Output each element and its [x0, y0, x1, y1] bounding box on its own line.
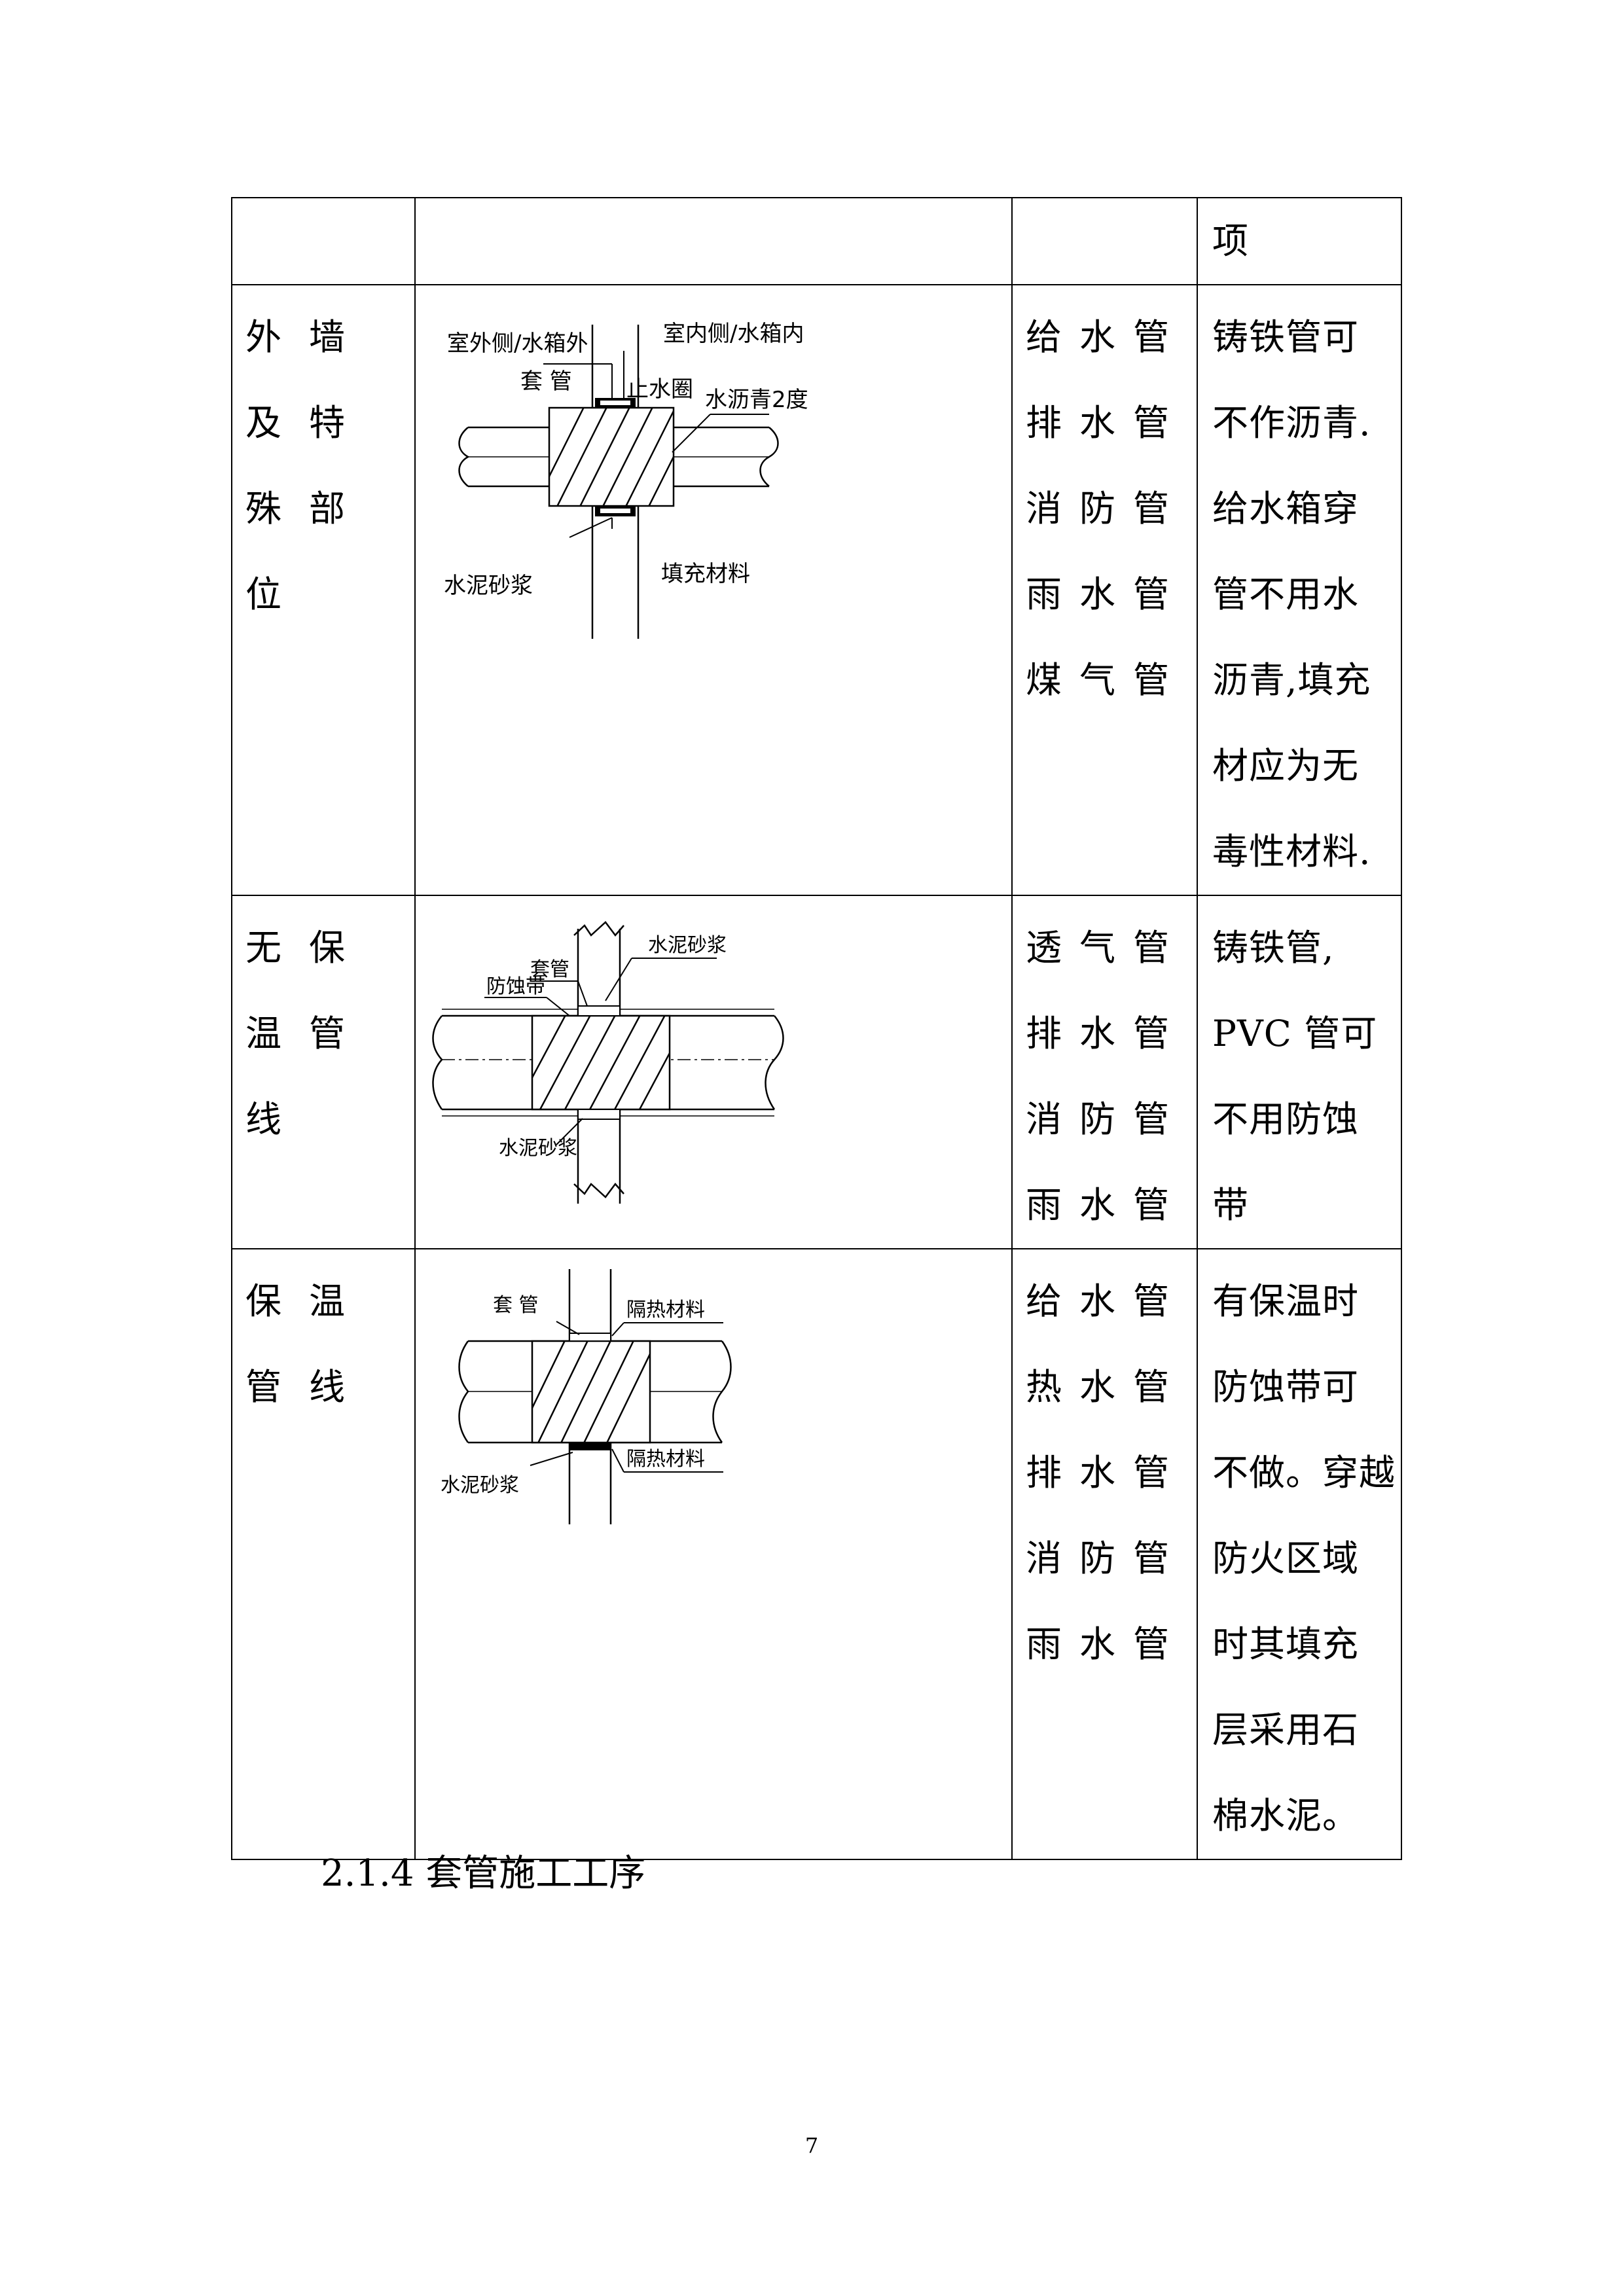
notes-cell: 有保温时 防蚀带可 不做。穿越 防火区域 时其填充 层采用石 棉水泥。 — [1197, 1248, 1402, 1860]
insulated-sleeve-diagram: 套 管 隔热材料 水泥砂浆 隔热材料 — [441, 1269, 732, 1524]
mortar-top-label: 水泥砂浆 — [648, 934, 727, 957]
note-line: 不用防蚀 — [1212, 1098, 1360, 1140]
leader-lines — [484, 958, 717, 1145]
table-row: 保温 管线 — [231, 1248, 1402, 1860]
note-line: 给水箱穿 — [1212, 488, 1360, 529]
note-line: PVC 管可 — [1212, 1013, 1378, 1054]
pipe-line: 热水管 — [1026, 1366, 1187, 1408]
note-line: 防蚀带可 — [1212, 1366, 1360, 1408]
pipe-line: 消防管 — [1026, 1537, 1187, 1579]
sleeve-label: 套 管 — [493, 1294, 539, 1317]
note-line: 层采用石 — [1212, 1709, 1360, 1751]
note-line: 材应为无 — [1212, 745, 1360, 787]
location-cell: 无保 温管 线 — [231, 895, 416, 1249]
pipe-type-cell: 给水管 排水管 消防管 雨水管 煤气管 — [1011, 284, 1198, 896]
note-line: 时其填充 — [1212, 1623, 1360, 1665]
figure-cell: 室外侧/水箱外 室内侧/水箱内 套 管 止水圈 水沥青2度 水泥砂浆 填充材料 — [414, 284, 1013, 896]
outside-label: 室外侧/水箱外 — [447, 331, 588, 357]
wall-section — [591, 325, 640, 639]
insulation-top-label: 隔热材料 — [626, 1299, 705, 1321]
pipe-line: 排水管 — [1026, 1013, 1187, 1054]
table-row: 外墙 及特 殊部 位 — [231, 284, 1402, 896]
sleeve-label: 套管 — [530, 958, 569, 981]
location-line: 线 — [245, 1098, 310, 1140]
location-line: 外墙 — [245, 316, 373, 358]
pipe-line: 排水管 — [1026, 1452, 1187, 1494]
pipe-sleeve-table: 项 外墙 及特 殊部 位 — [231, 197, 1402, 1860]
pipe-type-cell: 给水管 热水管 排水管 消防管 雨水管 — [1011, 1248, 1198, 1860]
note-line: 不作沥青. — [1212, 402, 1371, 444]
uninsulated-sleeve-diagram: 水泥砂浆 套管 防蚀带 水泥砂浆 — [432, 921, 784, 1204]
note-line: 沥青,填充 — [1212, 659, 1371, 701]
header-cell-2 — [414, 197, 1013, 285]
pipe-line: 透气管 — [1026, 927, 1187, 969]
location-line: 保温 — [245, 1280, 373, 1322]
sleeve-block — [531, 1333, 651, 1450]
notes-cell: 铸铁管, PVC 管可 不用防蚀 带 — [1197, 895, 1402, 1249]
note-line: 带 — [1212, 1184, 1250, 1226]
wall-section — [573, 921, 624, 1204]
header-cell-3 — [1011, 197, 1198, 285]
location-line: 位 — [245, 573, 310, 615]
pipe-line: 雨水管 — [1026, 573, 1187, 615]
pipe-type-cell: 透气管 排水管 消防管 雨水管 — [1011, 895, 1198, 1249]
pipe-line: 给水管 — [1026, 1280, 1187, 1322]
header-col4-text: 项 — [1212, 220, 1250, 262]
insulation-bottom-label: 隔热材料 — [626, 1448, 705, 1471]
section-heading: 2.1.4 套管施工工序 — [321, 1852, 646, 1895]
figure-cell: 水泥砂浆 套管 防蚀带 水泥砂浆 — [414, 895, 1013, 1249]
pipe-line: 雨水管 — [1026, 1184, 1187, 1226]
sleeve-block — [531, 1005, 671, 1120]
figure-cell: 套 管 隔热材料 水泥砂浆 隔热材料 — [414, 1248, 1013, 1860]
location-line: 无保 — [245, 927, 373, 969]
waterstop-label: 止水圈 — [626, 376, 693, 403]
note-line: 棉水泥。 — [1212, 1795, 1360, 1837]
header-cell-4: 项 — [1197, 197, 1402, 285]
pipe-line: 消防管 — [1026, 1098, 1187, 1140]
note-line: 铸铁管可 — [1212, 316, 1360, 358]
pipe-line: 消防管 — [1026, 488, 1187, 529]
location-line: 管线 — [245, 1366, 373, 1408]
location-cell: 外墙 及特 殊部 位 — [231, 284, 416, 896]
header-cell-1 — [231, 197, 416, 285]
location-line: 温管 — [245, 1013, 373, 1054]
leader-lines — [543, 351, 769, 538]
pipe-line: 雨水管 — [1026, 1623, 1187, 1665]
location-line: 及特 — [245, 402, 373, 444]
mortar-bottom-label: 水泥砂浆 — [499, 1137, 577, 1160]
table-row: 无保 温管 线 — [231, 895, 1402, 1249]
note-line: 防火区域 — [1212, 1537, 1360, 1579]
pipe-line: 给水管 — [1026, 316, 1187, 358]
page-number: 7 — [804, 2133, 819, 2158]
pipe-line: 煤气管 — [1026, 659, 1187, 701]
leader-lines — [530, 1321, 723, 1473]
location-cell: 保温 管线 — [231, 1248, 416, 1860]
location-line: 殊部 — [245, 488, 373, 529]
mortar-label: 水泥砂浆 — [444, 573, 533, 599]
sleeve-label: 套 管 — [520, 368, 572, 395]
filler-label: 填充材料 — [661, 561, 750, 587]
pipe-line: 排水管 — [1026, 402, 1187, 444]
anticorrosion-label: 防蚀带 — [486, 975, 545, 998]
note-line: 不做。穿越 — [1212, 1452, 1396, 1494]
asphalt-label: 水沥青2度 — [705, 387, 808, 413]
inside-label: 室内侧/水箱内 — [663, 321, 804, 347]
note-line: 有保温时 — [1212, 1280, 1360, 1322]
exterior-wall-sleeve-diagram: 室外侧/水箱外 室内侧/水箱内 套 管 止水圈 水沥青2度 水泥砂浆 填充材料 — [444, 321, 808, 639]
table-header-row: 项 — [231, 197, 1402, 285]
notes-cell: 铸铁管可 不作沥青. 给水箱穿 管不用水 沥青,填充 材应为无 毒性材料. — [1197, 284, 1402, 896]
mortar-label: 水泥砂浆 — [441, 1474, 519, 1497]
note-line: 铸铁管, — [1212, 927, 1335, 969]
note-line: 管不用水 — [1212, 573, 1360, 615]
note-line: 毒性材料. — [1212, 831, 1371, 872]
sleeve-block — [548, 398, 675, 516]
